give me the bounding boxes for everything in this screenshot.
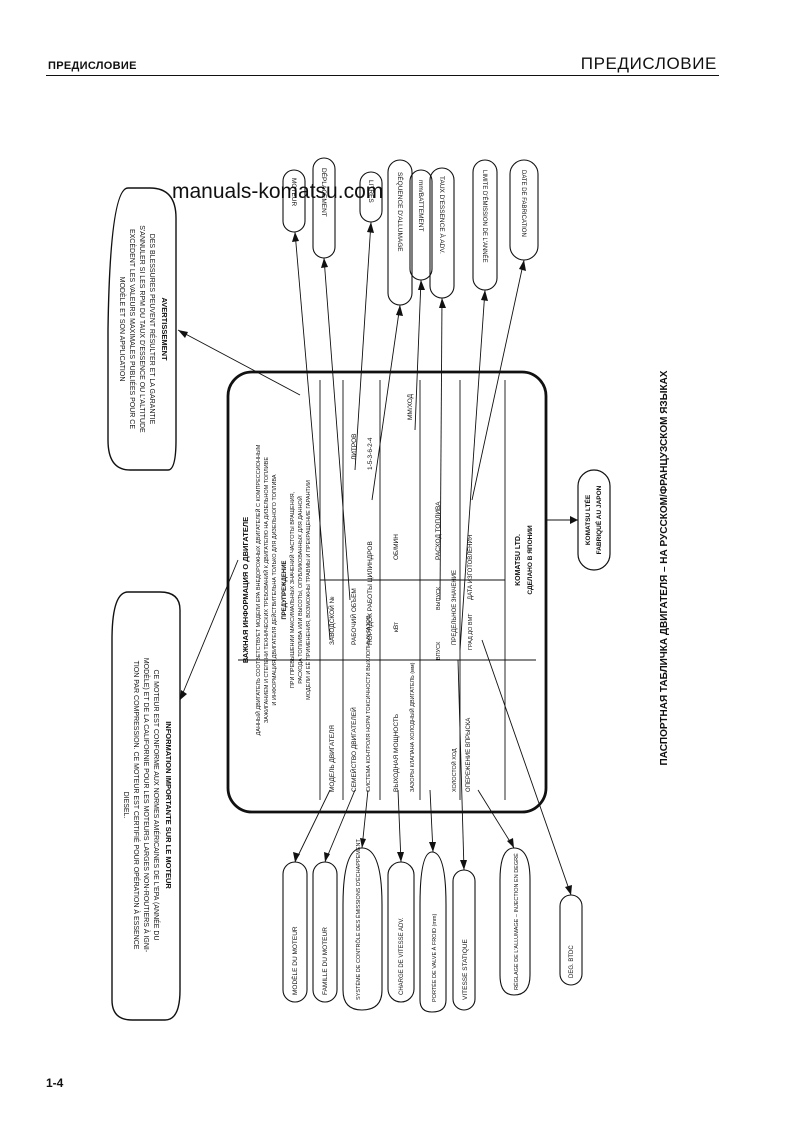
- komatsu-callout-bubble: [577, 469, 611, 571]
- callout-sequence: SÉQUENCE D'ALLUMAGE: [396, 172, 405, 252]
- plate-label-fuel: РАСХОД ТОПЛИВА: [435, 501, 442, 560]
- plate-title: ВАЖНАЯ ИНФОРМАЦИЯ О ДВИГАТЕЛЕ: [241, 517, 250, 663]
- plate-label-date: ДАТА ИЗГОТОВЛЕНИЯ: [468, 535, 474, 600]
- plate-label-serial: ЗАВОДСКОЙ №: [327, 596, 336, 645]
- plate-label-kw: кВт: [393, 622, 400, 632]
- header-left-title: ПРЕДИСЛОВИЕ: [48, 60, 137, 72]
- plate-label-litres: ЛИТРОВ: [351, 434, 358, 461]
- plate-warning-line: МОДЕЛИ И ЕЁ ПРИМЕНЕНИЯ, ВОЗМОЖНЫ ТРАВМЫ …: [305, 480, 312, 700]
- warning-box-outline: [107, 187, 177, 471]
- plate-label-intake: ВПУСК: [436, 641, 442, 660]
- header-rule: [46, 75, 719, 76]
- info-line: TION PAR COMPRESSION. CE MOTEUR EST CERT…: [132, 661, 141, 950]
- info-line: MODÈLE) ET DE LA CALIFORNIE POUR LES MOT…: [142, 658, 151, 953]
- info-line: CE MOTEUR EST CONFORME AUX NORMES AMÉRIC…: [152, 669, 161, 940]
- engine-plate-outline: [226, 370, 548, 814]
- plate-intro-line: ДАННЫЙ ДВИГАТЕЛЬ СООТВЕТСТВУЕТ МОДЕЛИ ЕР…: [254, 444, 262, 735]
- warning-box-title: AVERTISSEMENT: [160, 297, 169, 361]
- callout-systeme: SYSTÈME DE CONTRÔLE DES ÉMISSIONS D'ÉCHA…: [355, 838, 362, 1000]
- plate-label-btdc: ГРАД ДО ВМТ: [468, 613, 474, 650]
- bottom-callout-labels: MODÈLE DU MOTEUR FAMILLE DU MOTEUR SYSTÈ…: [290, 838, 575, 1002]
- callout-modele: MODÈLE DU MOTEUR: [290, 926, 299, 995]
- plate-label-power: ВЫХОДНАЯ МОЩНОСТЬ: [393, 714, 400, 792]
- info-box-title: INFORMATION IMPORTANTE SUR LE MOTEUR: [164, 721, 173, 889]
- callout-taux: TAUX D'ESSENCE À ADV.: [438, 176, 447, 254]
- plate-label-model: МОДЕЛЬ ДВИГАТЕЛЯ: [329, 725, 336, 792]
- plate-intro-line: ЗАЖИГАНИЕМ И СТЕПЕНИ ТЕХНИЧЕСКИХ ТРЕБОВА…: [262, 457, 270, 723]
- callout-vitesse: VITESSE STATIQUE: [462, 939, 469, 1000]
- plate-label-idle: ХОЛОСТОЙ ХОД: [450, 748, 458, 792]
- warning-line: DES BLESSURES PEUVENT RÉSULTER ET LA GAR…: [148, 234, 157, 425]
- info-box-outline: [111, 591, 181, 1021]
- warning-line: MODÈLE ET SON APPLICATION: [118, 277, 127, 382]
- callout-portee: PORTÉE DE VALVE À FROID (mm): [431, 914, 438, 1002]
- figure-caption: ПАСПОРТНАЯ ТАБЛИЧКА ДВИГАТЕЛЯ – НА РУССК…: [659, 370, 670, 765]
- callout-deplacement: DÉPLACEMENT: [320, 168, 329, 217]
- page-number: 1-4: [46, 1076, 64, 1090]
- komatsu-callout-line: KOMATSU LTÉE: [583, 494, 592, 545]
- plate-warning-line: РАСХОДА ТОПЛИВА ИЛИ ВЫСОТЫ, ОПУБЛИКОВАНН…: [296, 496, 304, 684]
- leader-arrowheads: [178, 222, 578, 895]
- komatsu-callout-labels: KOMATSU LTÉE FABRIQUÉ AU JAPON: [583, 485, 603, 554]
- warning-line: S'ANNULER SI LES RPM DU TAUX D'ESSENCE O…: [138, 225, 145, 433]
- watermark: manuals-komatsu.com: [172, 180, 384, 203]
- plate-label-fuel-unit: ММ/ХОД: [407, 393, 414, 420]
- plate-intro-line: И ИНФОРМАЦИЯ ДВИГАТЕЛЯ ДЕЙСТВИТЕЛЬНА ТОЛ…: [270, 474, 278, 705]
- callout-famille: FAMILLE DU MOTEUR: [322, 927, 329, 995]
- top-callout-labels: MOTEUR DÉPLACEMENT LITRES SÉQUENCE D'ALL…: [290, 168, 526, 263]
- plate-header-text: ВАЖНАЯ ИНФОРМАЦИЯ О ДВИГАТЕЛЕ ДАННЫЙ ДВИ…: [241, 444, 312, 735]
- plate-label-exhaust: ВЫПУСК: [436, 586, 442, 610]
- callout-reglage: RÉGLAGE DE L'ALLUMAGE – INJECTION EN DEG…: [513, 853, 520, 990]
- callout-deg-btdc: DEG. BTDC: [569, 945, 575, 978]
- plate-label-rpm: ОБ/МИН: [393, 534, 400, 560]
- plate-label-family: СЕМЕЙСТВО ДВИГАТЕЛЕЙ: [349, 707, 358, 792]
- plate-label-valve: ЗАЗОРЫ КЛАПАНА ХОЛОДНЫЙ ДВИГАТЕЛЬ (мм): [408, 662, 416, 792]
- plate-maker: KOMATSU LTD.: [515, 534, 522, 586]
- header-right-title: ПРЕДИСЛОВИЕ: [580, 54, 717, 73]
- callout-charge: CHARGE DE VITESSE ADV.: [399, 917, 405, 995]
- plate-made-in: СДЕЛАНО В ЯПОНИИ: [527, 525, 534, 595]
- info-box-text: INFORMATION IMPORTANTE SUR LE MOTEUR CE …: [122, 658, 173, 953]
- plate-label-timing: ОПЕРЕЖЕНИЕ ВПРЫСКА: [466, 718, 472, 792]
- callout-litres: LITRES: [367, 180, 374, 203]
- plate-label-firing: ПОРЯДОК РАБОТЫ ЦИЛИНДРОВ: [367, 541, 374, 645]
- komatsu-callout-line: FABRIQUÉ AU JAPON: [594, 485, 603, 554]
- plate-value-firing: 1-5-3-6-2-4: [367, 437, 374, 470]
- plate-label-limit: ПРЕДЕЛЬНОЕ ЗНАЧЕНИЕ: [452, 570, 458, 645]
- info-line: DIESEL.: [122, 792, 129, 819]
- warning-line: EXCÈDENT LES VALEURS MAXIMALES PUBLIÉES …: [128, 229, 137, 429]
- callout-moteur: MOTEUR: [290, 178, 297, 206]
- plate-label-emission: СИСТЕМА КОНТРОЛЯ НОРМ ТОКСИЧНОСТИ ВЫХЛОП…: [366, 615, 372, 792]
- callout-limite: LIMITE D'ÉMISSION DE L'ANNÉE: [481, 170, 488, 263]
- plate-warning-line: ПРИ ПРЕВЫШЕНИИ МАКСИМАЛЬНЫХ ЗНАЧЕНИЙ ЧАС…: [288, 491, 296, 688]
- leader-lines: [177, 221, 578, 896]
- plate-fields: МОДЕЛЬ ДВИГАТЕЛЯ ЗАВОДСКОЙ № СЕМЕЙСТВО Д…: [327, 393, 534, 792]
- warning-box-text: AVERTISSEMENT DES BLESSURES PEUVENT RÉSU…: [118, 225, 169, 433]
- callout-battement: mm/BATTEMENT: [417, 180, 424, 232]
- plate-warning-heading: ПРЕДУПРЕЖДЕНИЕ: [282, 560, 288, 619]
- plate-label-displacement: РАБОЧИЙ ОБЪЕМ: [349, 588, 358, 645]
- callout-date: DATE DE FABRICATION: [520, 170, 526, 237]
